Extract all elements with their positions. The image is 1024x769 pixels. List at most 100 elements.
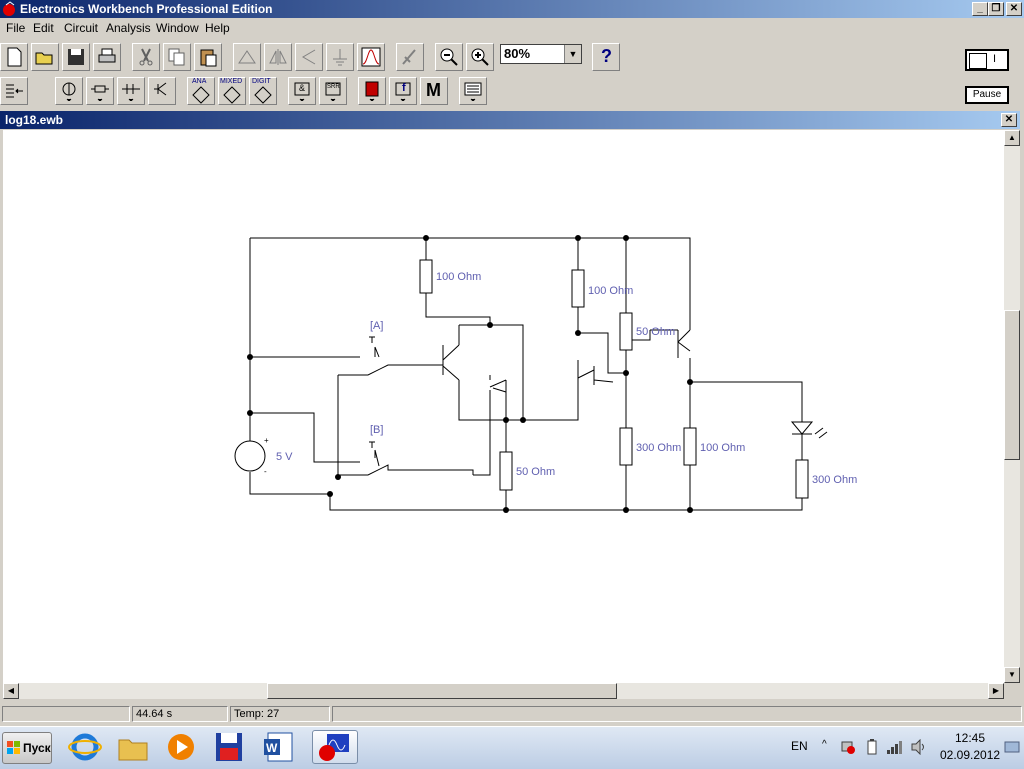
mixed-ics-bin-button[interactable]: MIXED (218, 77, 246, 105)
taskbar: Пуск W EN ^ 12:45 02.09.2012 (0, 726, 1024, 769)
menu-window[interactable]: Window (156, 21, 199, 35)
flip-vertical-button[interactable] (295, 43, 323, 71)
function-label: f (402, 82, 406, 94)
flip-vertical-icon (302, 49, 316, 65)
mixed-label: MIXED (220, 78, 243, 85)
indicators-bin-button[interactable] (358, 77, 386, 105)
taskbar-ewb-active[interactable] (312, 730, 358, 764)
circuit-canvas[interactable]: 100 Ohm 100 Ohm 50 Ohm 50 Ohm 300 Ohm 10… (3, 130, 1004, 683)
misc-label: M (426, 80, 441, 100)
zoom-in-icon (471, 48, 489, 66)
battery-icon[interactable] (866, 738, 878, 756)
new-button[interactable] (0, 43, 28, 71)
scroll-right-button[interactable]: ▶ (988, 683, 1004, 699)
resistor-r7-label[interactable]: 300 Ohm (812, 474, 857, 486)
menu-analysis[interactable]: Analysis (106, 21, 151, 35)
parts-bin-toolbar: ANA MIXED DIGIT & SRR f M (0, 74, 1024, 108)
horizontal-scroll-thumb[interactable] (267, 683, 617, 699)
controls-bin-button[interactable]: f (389, 77, 417, 105)
flip-horizontal-button[interactable] (264, 43, 292, 71)
help-button[interactable]: ? (592, 43, 620, 71)
basic-bin-button[interactable] (86, 77, 114, 105)
source-plus-label: + (264, 436, 269, 445)
zoom-out-button[interactable] (435, 43, 463, 71)
parts-list-icon (6, 84, 23, 98)
taskbar-media-player[interactable] (164, 730, 204, 764)
power-switch[interactable]: I (965, 49, 1009, 71)
resistor-r1-label[interactable]: 100 Ohm (436, 271, 481, 283)
document-title: log18.ewb (5, 113, 64, 127)
start-button[interactable]: Пуск (2, 732, 52, 764)
network-alert-icon[interactable] (840, 739, 856, 755)
favorites-bin-button[interactable] (0, 77, 28, 105)
open-button[interactable] (31, 43, 59, 71)
save-button[interactable] (62, 43, 90, 71)
transistors-bin-button[interactable] (148, 77, 176, 105)
taskbar-internet-explorer[interactable] (68, 730, 108, 764)
pause-button[interactable]: Pause (965, 86, 1009, 104)
resize-grip[interactable] (1004, 683, 1020, 699)
document-close-button[interactable]: ✕ (1001, 113, 1017, 127)
analysis-graph-button[interactable] (357, 43, 385, 71)
instrument-button[interactable] (396, 43, 424, 71)
print-button[interactable] (93, 43, 121, 71)
switch-a-key-label[interactable]: [A] (370, 320, 383, 332)
analog-ic-icon (192, 86, 210, 104)
show-desktop-button[interactable] (1003, 732, 1021, 762)
miscellaneous-bin-button[interactable]: M (420, 77, 448, 105)
menu-edit[interactable]: Edit (33, 21, 54, 35)
resistor-r3-label[interactable]: 50 Ohm (636, 326, 675, 338)
close-button[interactable]: ✕ (1006, 2, 1022, 16)
voltage-source-label[interactable]: 5 V (276, 451, 293, 463)
probe-icon (402, 49, 416, 65)
vertical-scrollbar[interactable]: ▲ ▼ (1004, 130, 1020, 683)
component-properties-button[interactable] (326, 43, 354, 71)
resistor-r6-label[interactable]: 100 Ohm (700, 442, 745, 454)
resistor-r4-label[interactable]: 50 Ohm (516, 466, 555, 478)
volume-icon[interactable] (910, 739, 928, 755)
vertical-scroll-thumb[interactable] (1004, 310, 1020, 460)
status-time: 44.64 s (132, 706, 228, 722)
paste-button[interactable] (194, 43, 222, 71)
rotate-button[interactable] (233, 43, 261, 71)
scroll-down-button[interactable]: ▼ (1004, 667, 1020, 683)
menu-file[interactable]: File (6, 21, 26, 35)
zoom-in-button[interactable] (466, 43, 494, 71)
taskbar-word[interactable]: W (262, 730, 302, 764)
digital-ics-bin-button[interactable]: DIGIT (249, 77, 277, 105)
menu-bar: File Edit Circuit Analysis Window Help (0, 18, 1024, 38)
copy-button[interactable] (163, 43, 191, 71)
analog-ics-bin-button[interactable]: ANA (187, 77, 215, 105)
logic-gates-bin-button[interactable]: & (288, 77, 316, 105)
chevron-down-icon[interactable]: ▼ (564, 45, 581, 63)
resistor-r2-label[interactable]: 100 Ohm (588, 285, 633, 297)
show-hidden-icons-icon[interactable]: ^ (822, 739, 827, 750)
copy-icon (168, 48, 185, 66)
app-title: Electronics Workbench Professional Editi… (20, 2, 273, 16)
taskbar-explorer[interactable] (116, 730, 156, 764)
instruments-bin-button[interactable] (459, 77, 487, 105)
zoom-select[interactable]: 80% ▼ (500, 44, 582, 64)
cut-button[interactable] (132, 43, 160, 71)
sources-bin-button[interactable] (55, 77, 83, 105)
scroll-up-button[interactable]: ▲ (1004, 130, 1020, 146)
clock-date[interactable]: 02.09.2012 (940, 748, 1001, 762)
svg-text:W: W (266, 741, 278, 755)
restore-button[interactable]: ❐ (988, 2, 1004, 16)
menu-help[interactable]: Help (205, 21, 230, 35)
resistor-r5-label[interactable]: 300 Ohm (636, 442, 681, 454)
digital-bin-button[interactable]: SRR (319, 77, 347, 105)
taskbar-save-app[interactable] (212, 730, 252, 764)
zoom-out-icon (440, 48, 458, 66)
language-indicator[interactable]: EN (791, 739, 808, 753)
scroll-left-button[interactable]: ◀ (3, 683, 19, 699)
signal-strength-icon[interactable] (886, 739, 904, 755)
indicator-icon (365, 81, 379, 101)
horizontal-scrollbar[interactable]: ◀ ▶ (3, 683, 1004, 699)
floppy-app-icon (216, 733, 242, 761)
minimize-button[interactable]: _ (972, 2, 988, 16)
diodes-bin-button[interactable] (117, 77, 145, 105)
menu-circuit[interactable]: Circuit (64, 21, 99, 35)
switch-b-key-label[interactable]: [B] (370, 424, 383, 436)
clock-time[interactable]: 12:45 (955, 731, 986, 745)
